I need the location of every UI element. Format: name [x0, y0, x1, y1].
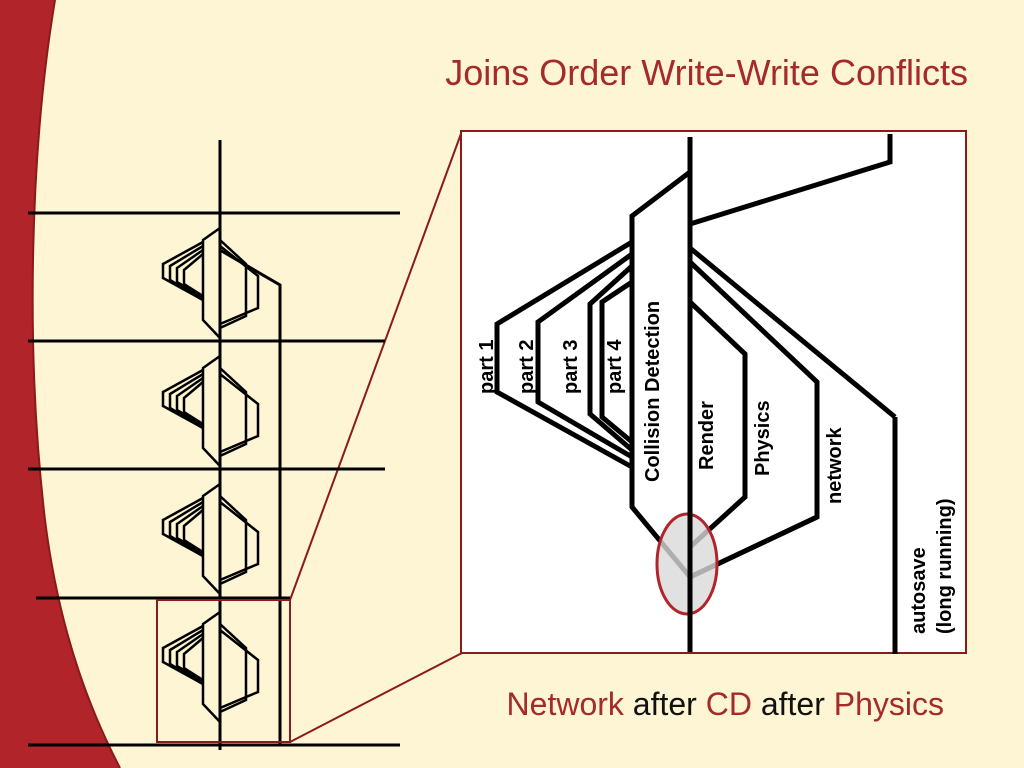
part2-label: part 2	[516, 339, 538, 394]
mini-join-stroke	[219, 495, 248, 586]
mini-join-stroke	[219, 239, 248, 330]
caption-after-2: after	[760, 686, 825, 722]
mini-join-glyph	[161, 482, 260, 595]
part1-shape	[494, 239, 634, 470]
caption-physics: Physics	[833, 686, 944, 722]
caption-after-1: after	[632, 686, 697, 722]
mini-join-stroke	[201, 610, 221, 723]
mini-join-stroke	[219, 373, 260, 454]
mini-join-stroke	[175, 632, 204, 684]
mini-join-stroke	[182, 637, 204, 682]
collision-detection-label: Collision Detection	[642, 300, 664, 482]
mini-join-stroke	[201, 226, 221, 339]
mini-join-stroke	[219, 245, 260, 326]
mini-join-stroke	[219, 501, 260, 582]
sidebar-band	[0, 0, 120, 768]
mini-join-stroke	[182, 253, 204, 298]
mini-join-stroke	[201, 482, 221, 595]
part4-label: part 4	[604, 339, 626, 394]
caption-cd: CD	[705, 686, 752, 722]
mini-join-stroke	[168, 244, 204, 302]
sidebar-edge	[31, 0, 121, 768]
conflict-highlight	[655, 512, 719, 616]
part4-shape	[599, 279, 634, 444]
autosave-note-label: (long running)	[934, 498, 956, 634]
mini-join-stroke	[182, 381, 204, 426]
zoom-connector-top	[289, 130, 463, 601]
mini-join-glyph	[161, 354, 260, 467]
zoom-diagram	[494, 134, 898, 654]
mini-join-glyph	[161, 226, 260, 339]
zoom-source-box	[156, 599, 291, 743]
mini-join-stroke	[168, 628, 204, 686]
mini-join-stroke	[219, 629, 260, 710]
autosave-line	[689, 134, 893, 227]
mini-join-stroke	[219, 367, 248, 458]
render-shape	[688, 300, 748, 549]
mini-join-glyph	[161, 610, 260, 723]
part2-shape	[535, 251, 634, 460]
mini-join-stroke	[182, 509, 204, 554]
mini-join-stroke	[219, 623, 248, 714]
part3-shape	[587, 264, 634, 452]
network-label: network	[824, 427, 846, 504]
slide-caption: Network after CD after Physics	[420, 686, 944, 723]
mini-join-stroke	[168, 372, 204, 430]
network-shape	[688, 246, 897, 419]
mini-join-stroke	[175, 504, 204, 556]
collision-detection-shape	[629, 166, 693, 584]
part3-label: part 3	[560, 339, 582, 394]
slide-title: Joins Order Write-Write Conflicts	[445, 52, 968, 93]
part1-label: part 1	[476, 339, 498, 394]
autosave-label: autosave	[908, 547, 930, 634]
zoom-panel: part 1 part 2 part 3 part 4 Collision De…	[460, 130, 967, 654]
mini-join-stroke	[168, 500, 204, 558]
caption-network: Network	[506, 686, 624, 722]
mini-join-stroke	[201, 354, 221, 467]
physics-label: Physics	[752, 400, 774, 476]
render-label: Render	[696, 401, 718, 470]
mini-join-stroke	[175, 248, 204, 300]
mini-join-stroke	[175, 376, 204, 428]
zoom-connector-bottom	[289, 652, 463, 743]
